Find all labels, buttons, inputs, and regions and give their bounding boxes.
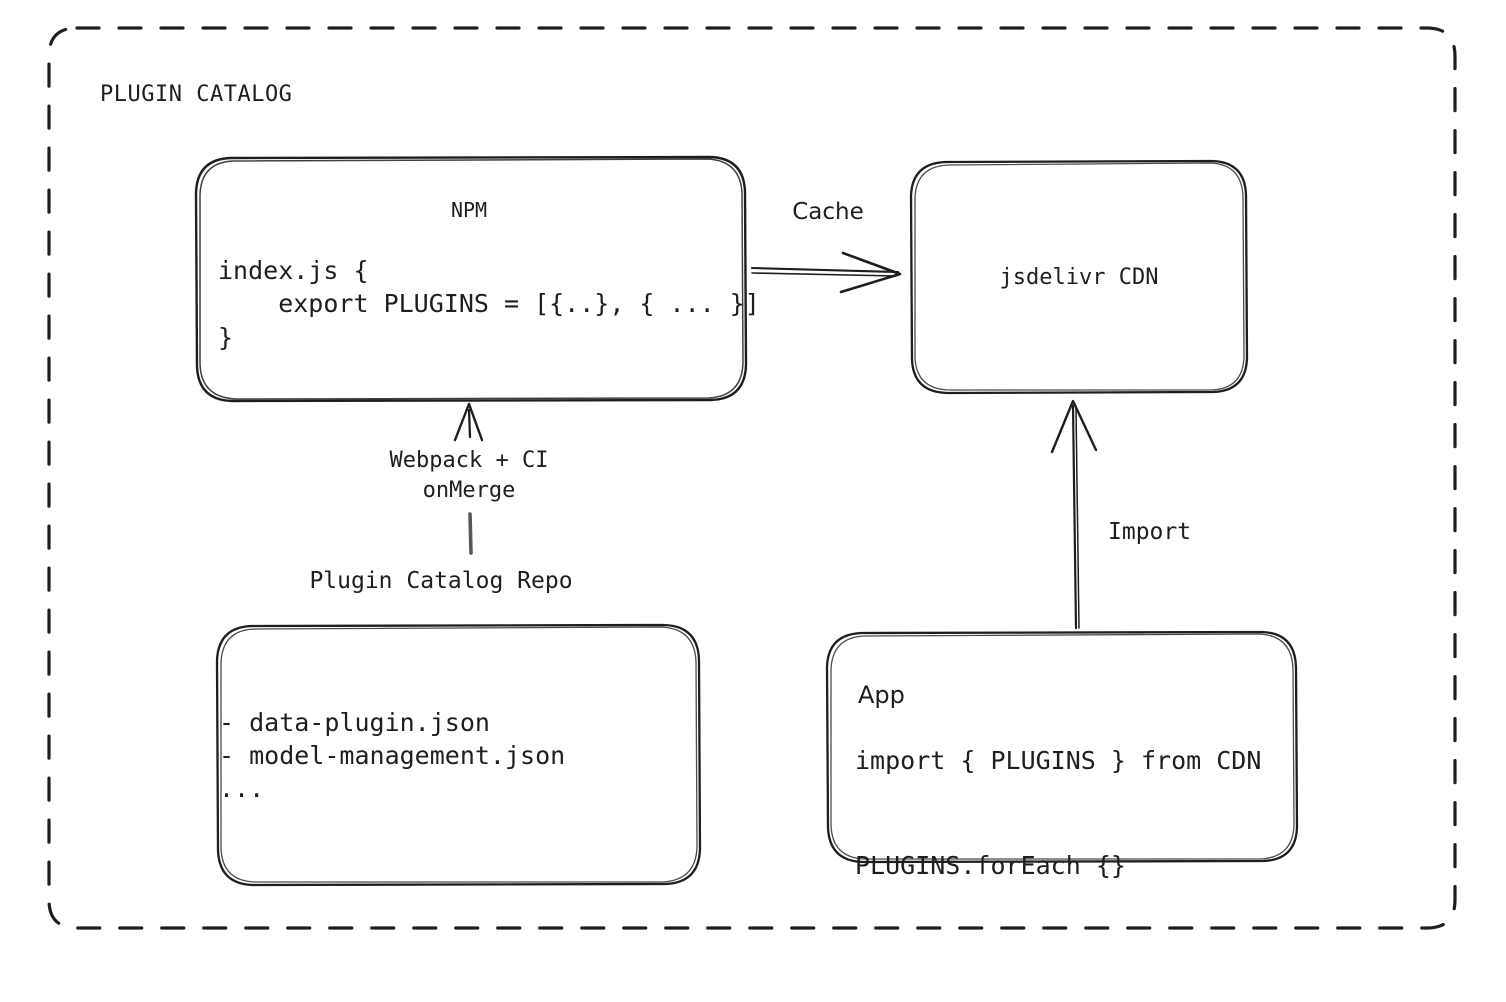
edge-label-import: Import: [1108, 519, 1192, 545]
app-node-shape[interactable]: [825, 630, 1299, 864]
edge-import: [1050, 399, 1098, 630]
app-node-title: App: [858, 681, 905, 709]
cdn-node-shape[interactable]: [909, 159, 1249, 395]
repo-node-caption: Plugin Catalog Repo: [309, 568, 573, 594]
repo-node-shape[interactable]: [215, 623, 702, 887]
frame-title: PLUGIN CATALOG: [100, 82, 293, 107]
edge-build: [453, 402, 484, 555]
app-node-code: import { PLUGINS } from CDN PLUGINS.forE…: [855, 746, 1262, 880]
npm-node-shape[interactable]: [194, 155, 748, 403]
edge-cache: [750, 251, 902, 294]
cdn-node-title: jsdelivr CDN: [999, 265, 1159, 290]
npm-node-title: NPM: [450, 198, 488, 222]
npm-node-code: index.js { export PLUGINS = [{..}, { ...…: [218, 256, 760, 352]
frame-border: [47, 26, 1457, 930]
edge-label-build: Webpack + CI onMerge: [389, 448, 549, 504]
repo-node-items: - data-plugin.json - model-management.js…: [219, 708, 566, 803]
edge-label-cache: Cache: [792, 199, 864, 225]
